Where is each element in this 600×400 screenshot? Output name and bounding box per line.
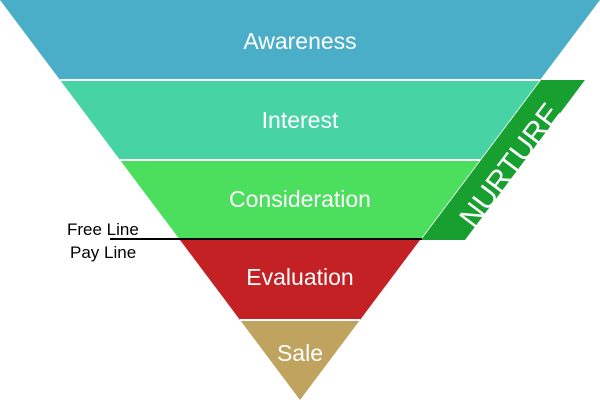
funnel-stage-awareness: [0, 0, 600, 80]
funnel-stage-interest-label: Interest: [262, 107, 339, 133]
funnel-stage-sale-label: Sale: [277, 340, 323, 366]
pay-line-label: Pay Line: [70, 243, 136, 262]
funnel-stage-evaluation: [180, 240, 420, 320]
funnel-stage-sale: [240, 320, 360, 400]
free-line-label: Free Line: [67, 220, 139, 239]
funnel-stage-awareness-label: Awareness: [243, 28, 356, 54]
funnel-stage-interest: [60, 80, 540, 160]
funnel-stage-consideration: [120, 160, 480, 240]
funnel-stage-consideration-label: Consideration: [229, 186, 371, 212]
funnel-stage-evaluation-label: Evaluation: [246, 264, 353, 290]
nurture-band: [421, 80, 585, 240]
